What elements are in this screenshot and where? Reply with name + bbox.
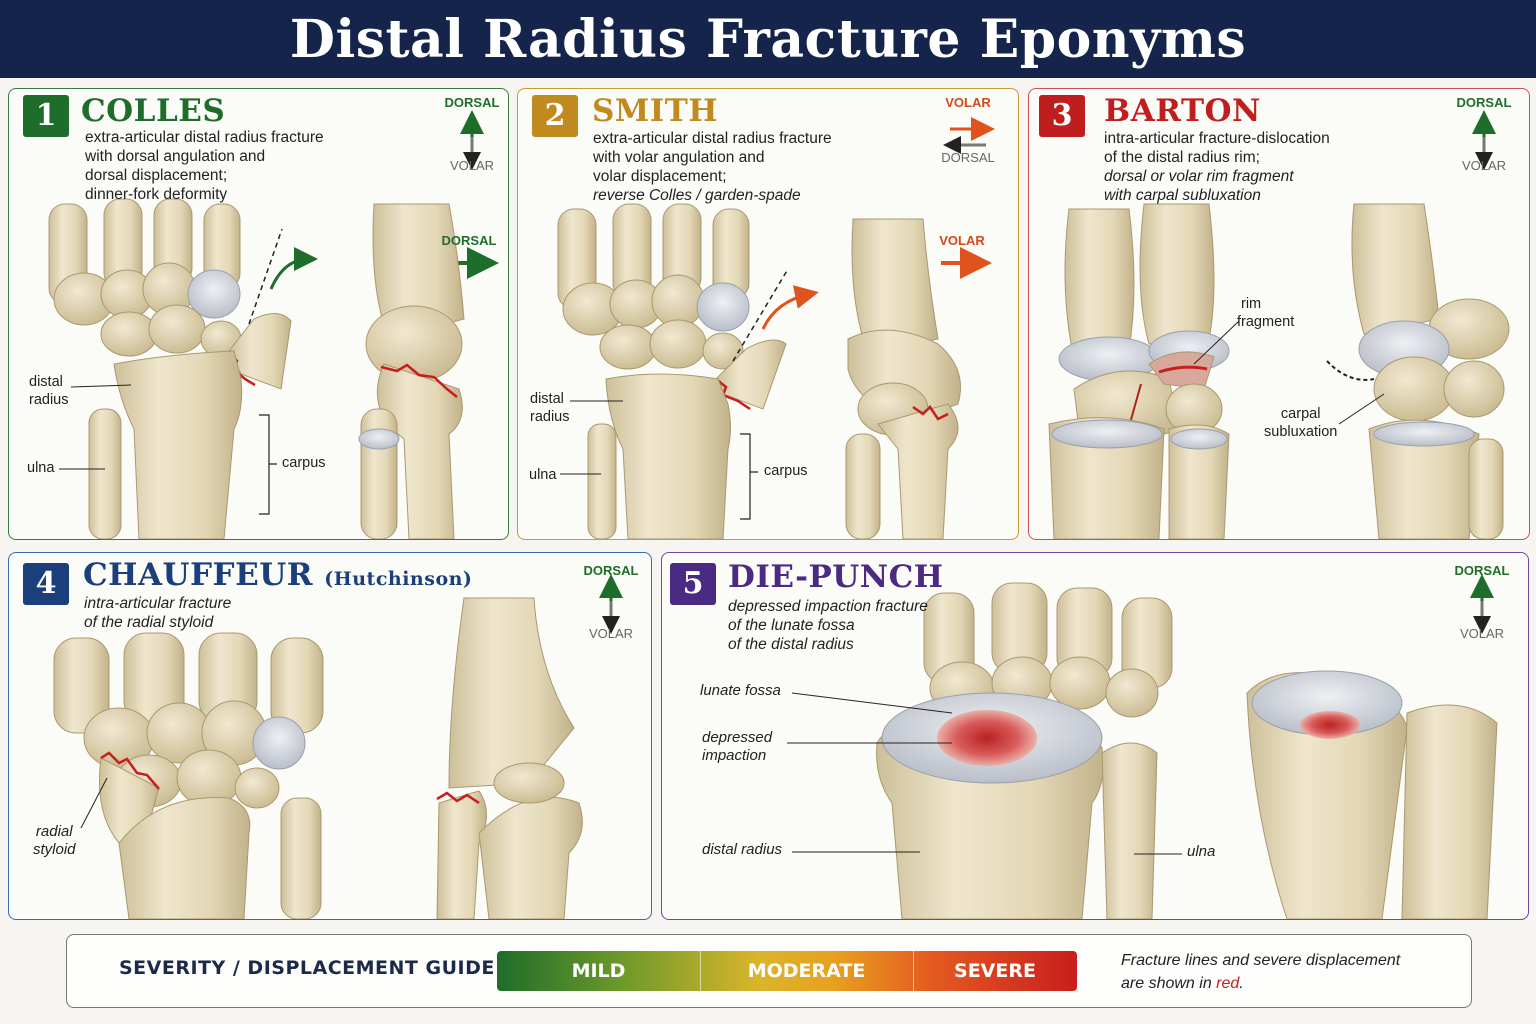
carpal-bones	[562, 274, 750, 370]
header-banner: Distal Radius Fracture Eponyms	[0, 0, 1536, 78]
die-punch-title: DIE-PUNCH	[728, 559, 944, 595]
chauffeur-illustration	[53, 574, 623, 919]
distal-radius-bone	[113, 350, 243, 539]
panel-chauffeur: 4 CHAUFFEUR (Hutchinson) intra-articular…	[8, 552, 652, 920]
die-punch-front-view	[876, 582, 1173, 919]
smith-number-badge: 2	[532, 95, 578, 137]
distal-radius-bone	[605, 373, 731, 539]
barton-title: BARTON	[1104, 93, 1261, 129]
smith-description: extra-articular distal radius fracture w…	[593, 130, 832, 204]
barton-lateral-view	[1326, 203, 1510, 539]
colles-ulna-label: ulna	[27, 460, 55, 476]
colles-orientation: DORSAL VOLAR	[444, 95, 500, 173]
barton-orientation: DORSAL VOLAR	[1456, 95, 1512, 173]
severity-moderate: MODERATE	[747, 960, 866, 982]
panel-barton: 3 BARTON intra-articular fracture-disloc…	[1028, 88, 1530, 540]
panel-smith: 2 SMITH extra-articular distal radius fr…	[517, 88, 1019, 540]
die-punch-illustration	[787, 574, 1498, 919]
smith-fracture-fragment	[715, 339, 787, 410]
die-punch-distal-radius-label: distal radius	[702, 841, 783, 858]
page-title: Distal Radius Fracture Eponyms	[289, 9, 1247, 70]
barton-front-view	[1048, 203, 1230, 539]
volar-dorsal-arrow-icon	[943, 117, 995, 154]
colles-lateral-view	[358, 203, 465, 539]
barton-rim-fragment	[1148, 351, 1215, 390]
ulna-bone	[88, 408, 122, 539]
smith-orientation: VOLAR DORSAL	[941, 95, 995, 165]
colles-number-badge: 1	[23, 95, 69, 137]
metacarpal-bones	[557, 203, 750, 310]
smith-carpus-label: carpus	[764, 463, 808, 479]
die-punch-orientation: DORSAL VOLAR	[1454, 563, 1510, 641]
chauffeur-title: CHAUFFEUR (Hutchinson)	[83, 557, 473, 593]
chauffeur-description: intra-articular fracture of the radial s…	[84, 595, 232, 631]
chauffeur-number-badge: 4	[23, 563, 69, 605]
smith-ulna-label: ulna	[529, 467, 557, 483]
chauffeur-front-view	[53, 632, 324, 919]
die-punch-ulna-label: ulna	[1187, 843, 1216, 860]
colles-illustration	[48, 110, 499, 539]
panel-colles: 1 COLLES extra-articular distal radius f…	[8, 88, 509, 540]
severity-mild: MILD	[571, 960, 626, 982]
severity-guide: SEVERITY / DISPLACEMENT GUIDE MILD MODER…	[66, 934, 1472, 1008]
smith-arrow-label: VOLAR	[939, 233, 985, 248]
die-punch-number-badge: 5	[670, 563, 716, 605]
smith-title: SMITH	[592, 93, 719, 129]
colles-arrow-label: DORSAL	[441, 233, 497, 248]
chauffeur-subtitle: (Hutchinson)	[324, 568, 473, 590]
chauffeur-lateral-view	[436, 597, 583, 919]
smith-illustration	[557, 117, 995, 539]
panel-die-punch: 5 DIE-PUNCH depressed impaction fracture…	[661, 552, 1529, 920]
severity-guide-title: SEVERITY / DISPLACEMENT GUIDE	[119, 957, 495, 979]
die-punch-lunate-fossa-label: lunate fossa	[700, 682, 781, 699]
colles-carpus-label: carpus	[282, 455, 326, 471]
ulna-bone	[587, 423, 617, 539]
colles-fracture-fragment	[228, 313, 292, 390]
barton-illustration	[1048, 110, 1510, 539]
colles-description: extra-articular distal radius fracture w…	[85, 129, 324, 203]
chauffeur-orientation: DORSAL VOLAR	[583, 563, 639, 641]
depressed-impaction-area	[937, 710, 1037, 766]
severity-guide-note: Fracture lines and severe displacement a…	[1121, 952, 1401, 992]
smith-angulation-arrow-icon	[761, 285, 819, 330]
barton-number-badge: 3	[1039, 95, 1085, 137]
severity-severe: SEVERE	[954, 960, 1036, 982]
barton-description: intra-articular fracture-dislocation of …	[1104, 130, 1330, 204]
colles-angulation-arrow-icon	[269, 247, 318, 290]
severity-gradient-bar: MILD MODERATE SEVERE	[497, 951, 1077, 991]
smith-lateral-view	[845, 218, 961, 539]
die-punch-lateral-view	[1246, 670, 1498, 919]
die-punch-description: depressed impaction fracture of the luna…	[728, 598, 928, 653]
colles-title: COLLES	[81, 93, 226, 129]
carpal-bones	[53, 262, 242, 358]
